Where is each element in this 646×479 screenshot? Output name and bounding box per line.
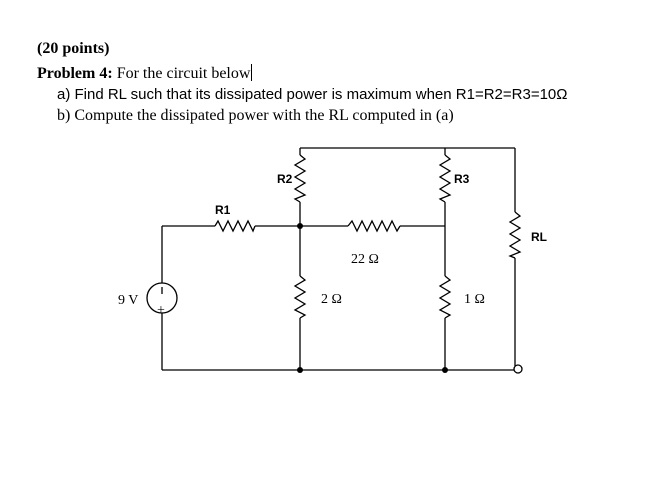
terminal-node: [513, 364, 523, 374]
wires: [161, 147, 516, 371]
question-a: a) Find RL such that its dissipated powe…: [57, 86, 568, 103]
problem-statement: Problem 4: For the circuit below: [37, 64, 253, 83]
question-b: b) Compute the dissipated power with the…: [57, 107, 454, 124]
r22-value-label: 22 Ω: [351, 252, 379, 267]
points-heading: (20 points): [37, 40, 110, 57]
junction-nodes: [297, 223, 523, 374]
text-cursor: [251, 64, 253, 81]
resistor-r1: [214, 219, 256, 233]
r1ohm-value-label: 1 Ω: [464, 292, 485, 307]
resistor-rl: [508, 211, 522, 259]
r2-label: R2: [277, 172, 293, 186]
resistor-1-ohm: [438, 275, 452, 319]
resistor-r2: [293, 154, 307, 203]
source-label: 9 V: [118, 293, 138, 308]
r1-label: R1: [215, 203, 231, 217]
problem-label: Problem 4:: [37, 65, 113, 82]
rl-label: RL: [531, 230, 547, 244]
resistor-2-ohm: [293, 275, 307, 319]
resistor-22-ohm: [347, 219, 401, 233]
r2ohm-value-label: 2 Ω: [321, 292, 342, 307]
r3-label: R3: [454, 172, 470, 186]
voltage-source: +: [146, 282, 178, 318]
resistor-r3: [438, 154, 452, 203]
source-plus-sign: +: [157, 303, 165, 318]
problem-text: For the circuit below: [112, 65, 251, 82]
